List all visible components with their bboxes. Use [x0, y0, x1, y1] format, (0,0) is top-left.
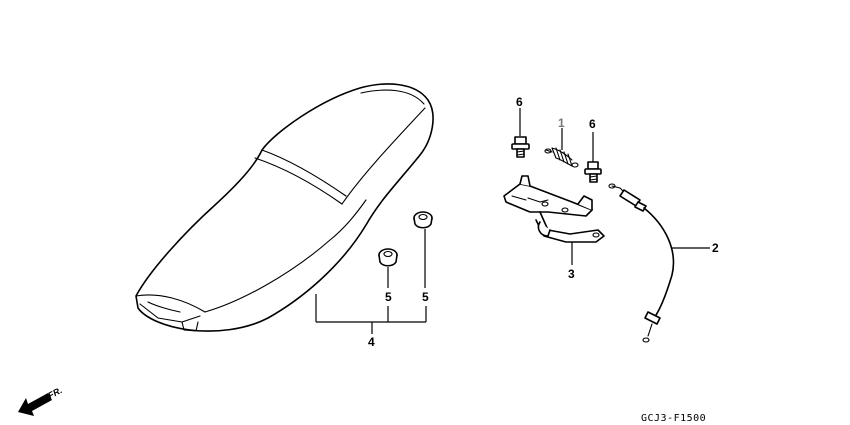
leader-lines — [315, 108, 710, 334]
seat — [135, 83, 434, 332]
callout-4: 4 — [368, 335, 375, 349]
bolt-left — [511, 136, 530, 158]
callout-5-left: 5 — [385, 290, 392, 304]
callout-2: 2 — [712, 241, 719, 255]
front-direction-arrow: FR. — [18, 385, 64, 416]
spring — [544, 147, 579, 168]
callout-6-left: 6 — [516, 95, 523, 109]
callout-5-right: 5 — [422, 290, 429, 304]
bolt-right — [584, 161, 602, 183]
callout-6-right: 6 — [589, 117, 596, 131]
seat-lock-cable — [608, 183, 675, 343]
diagram-code: GCJ3-F1500 — [641, 413, 706, 424]
seat-lock-bracket — [503, 175, 605, 243]
front-direction-label: FR. — [46, 385, 63, 401]
callout-3: 3 — [568, 267, 575, 281]
callout-1: 1 — [558, 116, 565, 130]
rubber-cushion-left — [378, 248, 398, 267]
rubber-cushion-right — [413, 211, 433, 229]
